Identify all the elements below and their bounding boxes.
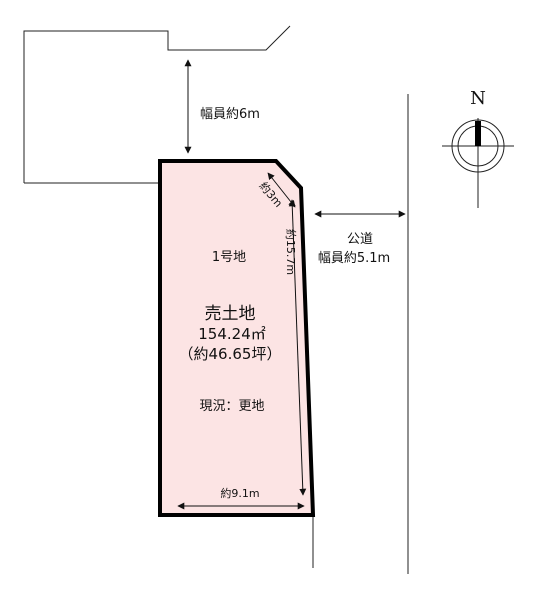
lot-area-sqm: 154.24㎡	[198, 325, 266, 343]
compass-north-letter: N	[470, 88, 486, 109]
east-road-width-label: 幅員約5.1m	[318, 251, 390, 266]
lot-polygon	[158, 159, 316, 517]
north-compass: N	[442, 88, 514, 208]
east-road-type-label: 公道	[347, 232, 373, 247]
lot-sale-label: 売土地	[205, 304, 256, 324]
south-side-dimension-label: 約9.1m	[220, 486, 259, 500]
lot-number-label: 1号地	[212, 250, 246, 265]
neighbor-parcel-outline	[23, 25, 291, 183]
lot-area-tsubo: （約46.65坪）	[179, 345, 282, 363]
compass-north-needle-icon	[475, 121, 481, 146]
lot-status-label: 現況：更地	[199, 399, 264, 414]
east-side-dimension-label: 約15.7m	[284, 229, 298, 275]
north-road-width-label: 幅員約6m	[200, 107, 260, 122]
east-side-dimension-arrow	[288, 199, 307, 496]
